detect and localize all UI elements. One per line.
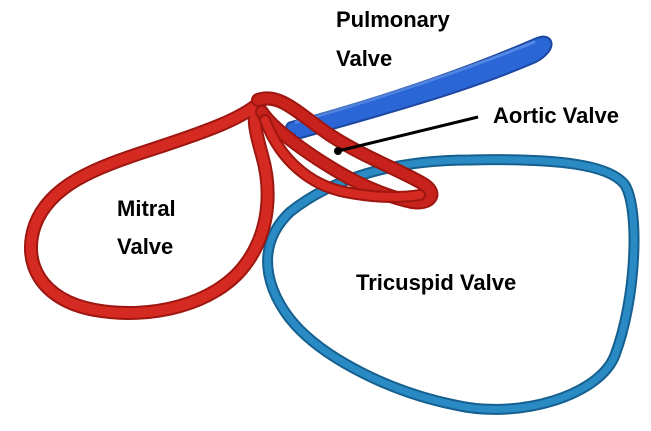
aortic-pointer-dot bbox=[334, 147, 342, 155]
mitral-valve-label-line2: Valve bbox=[117, 232, 173, 262]
tricuspid-valve-label: Tricuspid Valve bbox=[356, 268, 516, 298]
pulmonary-valve-label-line1: Pulmonary bbox=[336, 5, 450, 35]
aortic-valve-label: Aortic Valve bbox=[493, 101, 619, 131]
pulmonary-valve-label-line2: Valve bbox=[336, 44, 392, 74]
mitral-valve-label-line1: Mitral bbox=[117, 194, 176, 224]
